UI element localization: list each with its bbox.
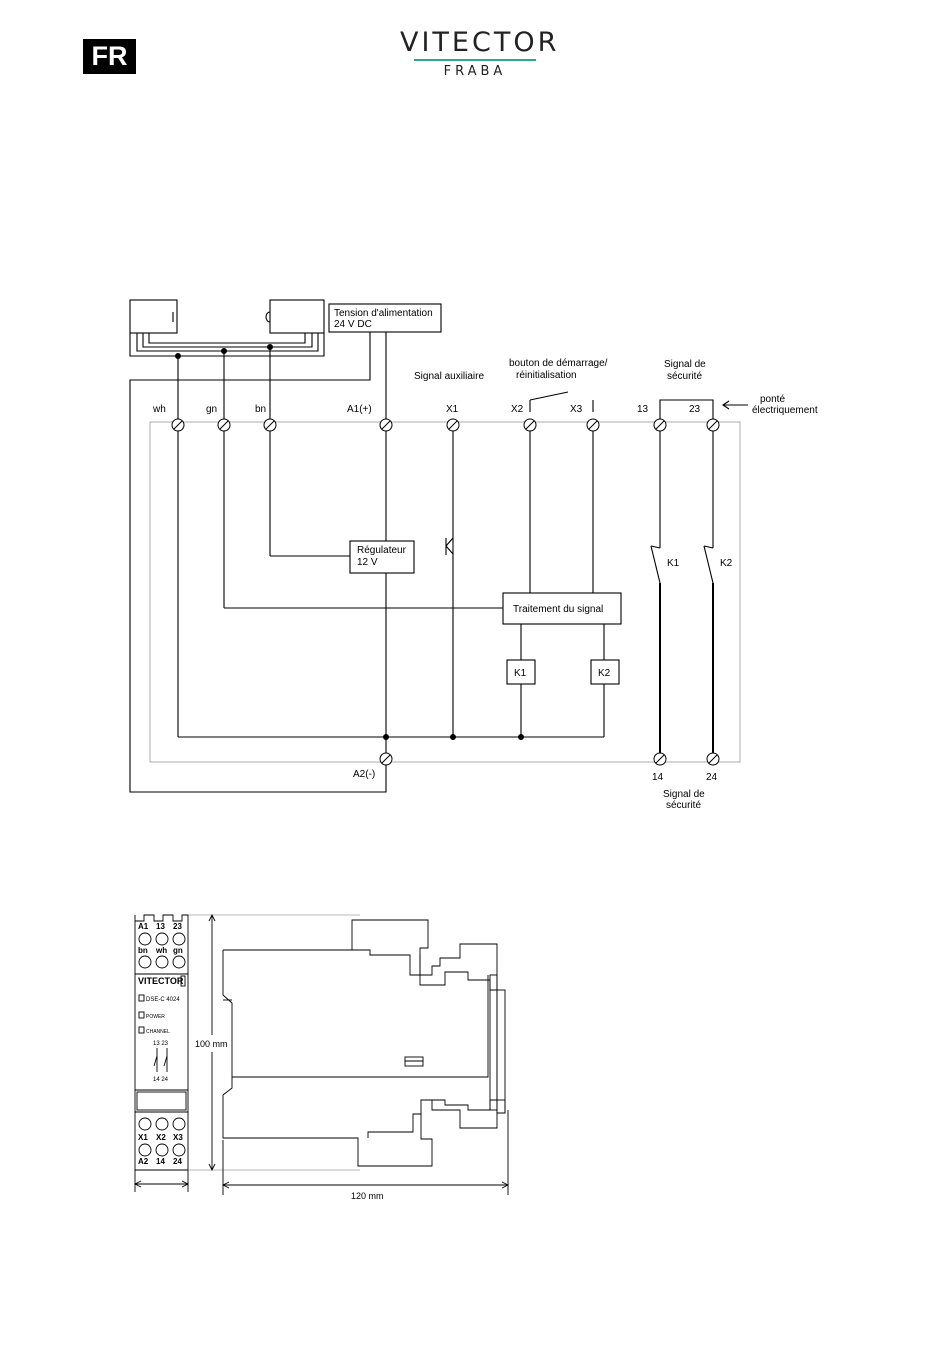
front-label-14: 14: [156, 1157, 165, 1166]
width-dimension-label: 120 mm: [351, 1191, 384, 1201]
terminal-13: [653, 418, 667, 432]
logo-sub: FRABA: [443, 64, 507, 79]
logo-rule: [414, 59, 536, 61]
front-label-a2: A2: [138, 1157, 149, 1166]
label-bn: bn: [255, 404, 266, 415]
terminal-x2: [523, 418, 537, 432]
terminal-14: [653, 752, 667, 766]
label-x3: X3: [570, 404, 583, 415]
supply-label-1: Tension d'alimentation: [334, 308, 433, 319]
front-label-a1: A1: [138, 922, 149, 931]
start-btn-label-2: réinitialisation: [516, 370, 577, 381]
side-bottom-terminal: [420, 1099, 498, 1129]
safety-top-label-1: Signal de: [664, 359, 706, 370]
supply-box: [328, 303, 442, 333]
front-power: POWER: [146, 1014, 165, 1020]
relay-k1: [506, 659, 536, 685]
height-dimension-label: 100 mm: [195, 1039, 228, 1049]
safety-bottom-label-1: Signal de: [663, 789, 705, 800]
front-channel: CHANNEL: [146, 1029, 170, 1035]
front-label-13: 13: [156, 922, 165, 931]
front-label-gn: gn: [173, 946, 183, 955]
front-label-x1: X1: [138, 1133, 148, 1142]
bridge-label-2: électriquement: [752, 405, 818, 416]
front-contacts-top: 13 23: [153, 1041, 169, 1047]
label-a2: A2(-): [353, 769, 375, 780]
label-wh: wh: [152, 404, 166, 415]
signal-aux-label: Signal auxiliaire: [414, 371, 484, 382]
label-24: 24: [706, 772, 718, 783]
regulator-box: [349, 540, 415, 574]
supply-label-2: 24 V DC: [334, 319, 372, 330]
front-label-bn: bn: [138, 946, 148, 955]
regulator-label-2: 12 V: [357, 557, 378, 568]
relay-k1-label: K1: [514, 668, 527, 679]
label-x1: X1: [446, 404, 459, 415]
side-top-terminal: [419, 943, 498, 991]
regulator-label-1: Régulateur: [357, 545, 407, 556]
language-badge: FR: [83, 39, 136, 74]
label-23: 23: [689, 404, 701, 415]
relay-k2-label: K2: [598, 668, 611, 679]
terminal-a1: [379, 418, 393, 432]
dimension-drawing: [133, 913, 510, 1195]
front-label-wh: wh: [155, 946, 167, 955]
side-led-window: [404, 1056, 424, 1067]
signal-processing-box: [502, 592, 622, 625]
label-14: 14: [652, 772, 664, 783]
front-contacts-bottom: 14 24: [153, 1077, 169, 1083]
side-bottom-clip: [222, 1077, 433, 1167]
bridge-label-1: ponté: [760, 394, 785, 405]
sensor-right: [269, 299, 325, 334]
terminal-gn: [217, 418, 231, 432]
terminal-x1: [446, 418, 460, 432]
front-label-x2: X2: [156, 1133, 166, 1142]
signal-processing-label: Traitement du signal: [513, 604, 603, 615]
safety-top-label-2: sécurité: [667, 371, 702, 382]
vitector-logo: VITECTOR FRABA: [400, 27, 560, 80]
terminal-bn: [263, 418, 277, 432]
terminal-a2: [379, 752, 393, 766]
front-brand: VITECTOR: [138, 976, 184, 986]
front-screws: [138, 932, 186, 1157]
start-btn-label-1: bouton de démarrage/: [509, 358, 608, 369]
contact-k2-label: K2: [720, 558, 733, 569]
label-a1: A1(+): [347, 404, 372, 415]
safety-bottom-label-2: sécurité: [666, 800, 701, 811]
relay-k2: [590, 659, 620, 685]
sensor-left: [129, 299, 178, 334]
terminal-23: [706, 418, 720, 432]
label-13: 13: [637, 404, 649, 415]
terminal-24: [706, 752, 720, 766]
front-label-x3: X3: [173, 1133, 183, 1142]
contact-k1-label: K1: [667, 558, 680, 569]
terminal-x3: [586, 418, 600, 432]
front-model: DSE-C 4024: [146, 997, 180, 1003]
label-gn: gn: [206, 404, 217, 415]
front-view-outline: [134, 914, 189, 1171]
front-label-23: 23: [173, 922, 182, 931]
front-label-24: 24: [173, 1157, 182, 1166]
logo-brand: VITECTOR: [400, 27, 560, 58]
label-x2: X2: [511, 404, 524, 415]
terminal-wh: [171, 418, 185, 432]
side-top-clip: [223, 919, 429, 976]
